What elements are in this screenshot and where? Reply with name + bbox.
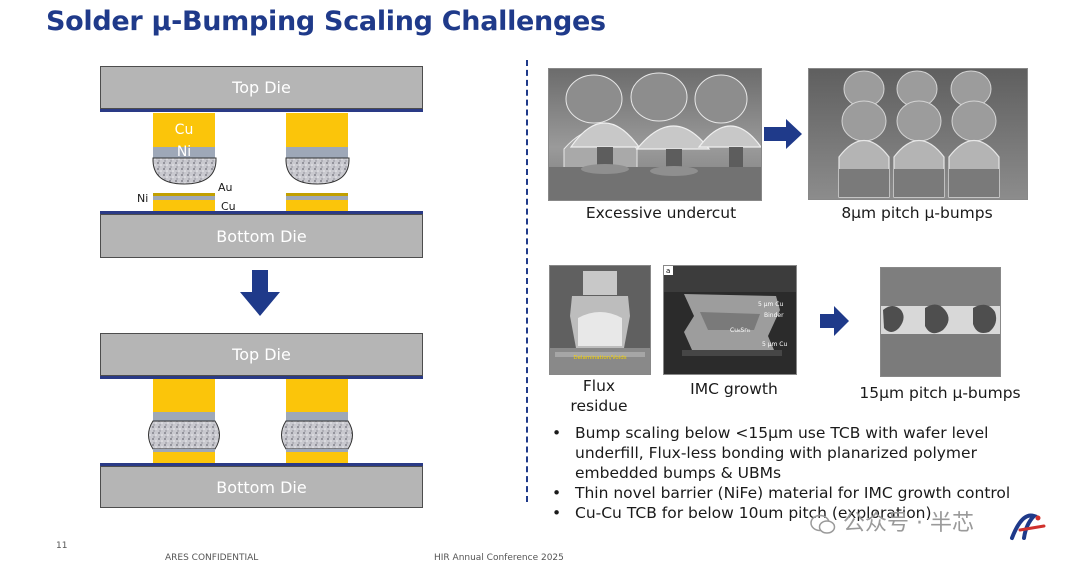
bullet-item-1: •Bump scaling below <15μm use TCB with w…	[552, 424, 989, 482]
bottom-die-2: Bottom Die	[100, 466, 423, 508]
watermark: 公众号 · 半芯	[810, 505, 974, 537]
joint-right-pad	[286, 449, 348, 463]
sem-excessive-undercut	[548, 68, 762, 201]
bullet-text-1: Bump scaling below <15μm use TCB with wa…	[575, 424, 989, 482]
top-die-label: Top Die	[232, 78, 291, 97]
imc-cu6sn5: Cu₆Sn₅	[730, 327, 751, 334]
imc-5um-cu-top: 5 μm Cu	[758, 301, 783, 308]
caption-15um-pitch: 15μm pitch μ-bumps	[859, 384, 1021, 402]
cu-label: Cu	[174, 122, 194, 138]
bottom-die-metal-line-2	[100, 463, 423, 466]
ni-label: Ni	[176, 144, 192, 160]
top-die: Top Die	[100, 66, 423, 109]
sem-imc-growth: a 5 μm Cu Binder Cu₆Sn₅ 5 μm Cu	[663, 265, 797, 375]
joint-left-ni	[153, 412, 215, 422]
sem-flux-residue: Delamination/Voids	[549, 265, 651, 375]
footer-conference: HIR Annual Conference 2025	[434, 553, 564, 563]
joint-left-pad	[153, 449, 215, 463]
bump-right-solder	[285, 157, 350, 185]
pad-cu-label: Cu	[221, 200, 236, 213]
bottom-die: Bottom Die	[100, 214, 423, 258]
pad-ni-label: Ni	[137, 192, 149, 205]
caption-excessive-undercut: Excessive undercut	[585, 204, 737, 222]
caption-flux-line2: residue	[570, 397, 628, 415]
joint-right-ni	[286, 412, 348, 422]
sem-15um-pitch	[880, 267, 1001, 377]
bullet-item-3: •Cu-Cu TCB for below 10um pitch (explora…	[552, 504, 932, 522]
bullet-item-2: •Thin novel barrier (NiFe) material for …	[552, 484, 1011, 502]
brand-logo-icon	[1010, 513, 1046, 540]
bump-left-solder	[152, 157, 217, 185]
page-number: 11	[56, 541, 68, 551]
right-arrow-icon	[764, 119, 802, 149]
imc-binder: Binder	[764, 312, 784, 319]
joint-right-solder	[281, 420, 353, 450]
footer-confidential: ARES CONFIDENTIAL	[165, 553, 259, 563]
bullet-list: •Bump scaling below <15μm use TCB with w…	[550, 423, 1020, 523]
caption-8um-pitch: 8μm pitch μ-bumps	[841, 204, 993, 222]
caption-flux-line1: Flux	[582, 377, 616, 395]
joint-left-solder	[148, 420, 220, 450]
top-die-metal-line	[100, 109, 423, 112]
joint-left-cu-top	[153, 379, 215, 412]
imc-5um-cu-bot: 5 μm Cu	[762, 341, 787, 348]
flux-delam-label: Delamination/Voids	[573, 355, 626, 361]
pad-left	[153, 193, 215, 211]
section-divider	[526, 60, 528, 502]
bump-left-cu: Cu	[153, 113, 215, 147]
bullet-text-2: Thin novel barrier (NiFe) material for I…	[575, 484, 1011, 502]
joint-right-cu-top	[286, 379, 348, 412]
watermark-text: 公众号 · 半芯	[843, 511, 974, 536]
top-die-label-2: Top Die	[232, 345, 291, 364]
bump-right-cu	[286, 113, 348, 147]
bottom-die-label: Bottom Die	[216, 226, 307, 246]
pad-au-label: Au	[218, 181, 233, 194]
down-arrow-icon	[240, 270, 280, 316]
top-die-2: Top Die	[100, 333, 423, 376]
page-title: Solder μ-Bumping Scaling Challenges	[46, 6, 606, 37]
bump-left-ni: Ni	[153, 144, 215, 160]
caption-imc-growth: IMC growth	[690, 380, 778, 398]
pad-right	[286, 193, 348, 211]
bullet-text-3: Cu-Cu TCB for below 10um pitch (explorat…	[575, 504, 932, 522]
right-arrow-icon-2	[820, 306, 849, 336]
bottom-die-label-2: Bottom Die	[216, 477, 307, 497]
top-die-metal-line-2	[100, 376, 423, 379]
bump-right-ni	[286, 147, 348, 158]
wechat-icon	[810, 514, 836, 534]
sem-8um-pitch	[808, 68, 1028, 200]
bottom-die-metal-line	[100, 211, 423, 214]
imc-panel-label: a	[666, 267, 670, 275]
